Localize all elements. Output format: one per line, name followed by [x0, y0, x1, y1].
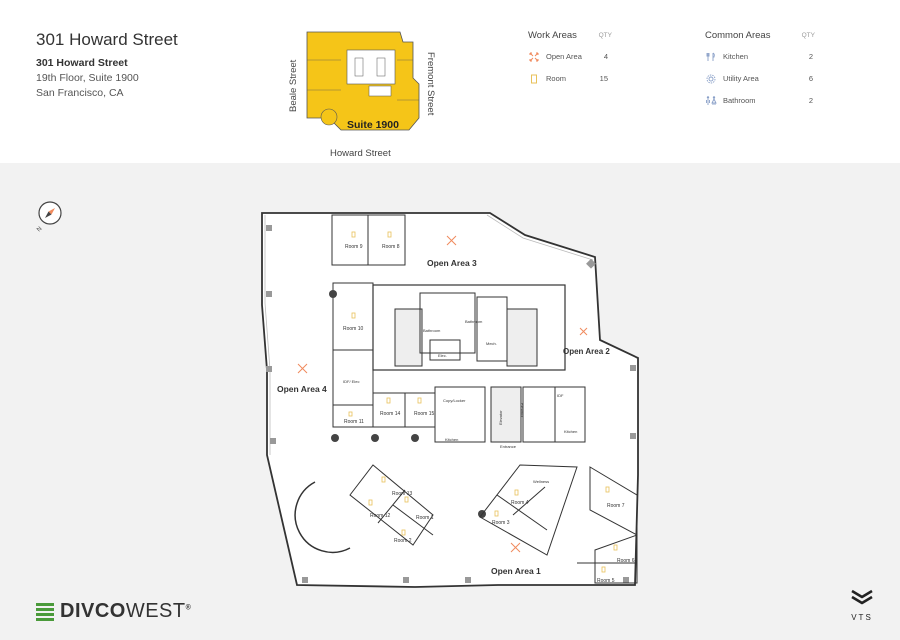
label-room-1: Room 1 [416, 515, 434, 521]
label-idf: IDF/ Elec [343, 379, 359, 384]
label-room-8: Room 8 [382, 244, 400, 250]
brand-name-bold: DIVCO [60, 600, 126, 622]
label-bathroom-b: Bathroom [465, 319, 483, 324]
legend-item-qty: 15 [599, 74, 608, 83]
legend-item-open-area[interactable]: Open Area 4 [528, 47, 688, 66]
open-area-icon [528, 51, 540, 63]
compass-north-label: N [36, 226, 43, 232]
label-idf-small: IDF [557, 393, 564, 398]
floor-plan-outline [261, 212, 639, 588]
legend-item-qty: 2 [808, 52, 813, 61]
legend-item-label: Utility Area [723, 74, 759, 83]
label-room-9: Room 9 [345, 244, 363, 250]
legend-item-label: Kitchen [723, 52, 749, 61]
street-label-east: Fremont Street [425, 52, 436, 116]
label-room-7: Room 7 [607, 503, 625, 509]
brand-name-light: WEST [125, 600, 186, 622]
label-open-area-3: Open Area 3 [427, 258, 477, 268]
label-mech: Mech. [486, 341, 497, 346]
legend-common-qty-label: QTY [801, 32, 815, 39]
bathroom-icon [705, 95, 717, 107]
room-markers [348, 231, 618, 573]
vts-logo-icon [851, 589, 873, 605]
legend-item-label: Open Area [546, 52, 582, 61]
kitchen-icon [705, 51, 717, 63]
legend-common-heading: Common Areas [705, 30, 771, 41]
legend-item-qty: 6 [808, 74, 813, 83]
label-room-3: Room 3 [492, 520, 510, 526]
divcowest-logo-icon [36, 602, 54, 621]
divcowest-logo: DIVCOWEST® [36, 600, 191, 623]
legend-common-areas: Common Areas QTY Kitchen 2 Utility Area … [705, 30, 815, 110]
street-label-west: Beale Street [288, 59, 299, 112]
compass-icon: N [36, 201, 62, 233]
header-panel: 301 Howard Street 301 Howard Street 19th… [0, 0, 900, 163]
label-room-6: Room 6 [617, 558, 635, 564]
label-bathroom-a: Bathroom [423, 328, 441, 333]
label-elevator-b: Elevator [520, 403, 525, 418]
legend-item-qty: 4 [603, 52, 608, 61]
open-area-markers [297, 235, 588, 553]
floor-plan: Open Area 3 Open Area 2 Open Area 4 Open… [261, 212, 639, 588]
label-kitchen-a: Kitchen [445, 437, 458, 442]
label-elevator-a: Elevator [498, 410, 503, 425]
label-room-13: Room 13 [392, 491, 413, 497]
street-label-south: Howard Street [330, 148, 391, 159]
floor-plan-columns [266, 225, 636, 583]
legend-item-kitchen[interactable]: Kitchen 2 [705, 47, 815, 66]
label-open-area-2: Open Area 2 [563, 347, 610, 356]
legend-item-utility-area[interactable]: Utility Area 6 [705, 69, 815, 88]
legend-common-header: Common Areas QTY [705, 30, 815, 44]
compass-button[interactable]: N [36, 200, 64, 233]
room-icon [528, 73, 540, 85]
label-room-5: Room 5 [597, 578, 615, 584]
address-line-2: 19th Floor, Suite 1900 [36, 72, 139, 84]
brand-registered: ® [185, 604, 192, 612]
legend-work-areas: Work Areas QTY Open Area 4 Room 15 [528, 30, 688, 88]
legend-item-room[interactable]: Room 15 [528, 69, 688, 88]
legend-item-label: Bathroom [723, 96, 756, 105]
label-room-15: Room 15 [414, 411, 435, 417]
label-open-area-1: Open Area 1 [491, 566, 541, 576]
legend-work-heading: Work Areas [528, 30, 577, 41]
legend-work-qty-label: QTY [598, 32, 612, 39]
label-kitchen-b: Kitchen [564, 429, 577, 434]
label-room-4: Room 4 [511, 500, 529, 506]
key-map: Suite 1900 [306, 31, 420, 131]
address-line-1: 301 Howard Street [36, 57, 128, 69]
label-entrance: Entrance [500, 444, 517, 449]
legend-item-label: Room [546, 74, 567, 83]
label-room-12: Room 12 [370, 513, 391, 519]
label-room-10: Room 10 [343, 326, 364, 332]
address-line-3: San Francisco, CA [36, 87, 124, 99]
utility-area-icon [705, 73, 717, 85]
label-room-2: Room 2 [394, 538, 412, 544]
label-copy: Copy/Locker [443, 398, 466, 403]
label-room-14: Room 14 [380, 411, 401, 417]
label-room-11: Room 11 [344, 419, 364, 425]
legend-item-bathroom[interactable]: Bathroom 2 [705, 91, 815, 110]
legend-work-header: Work Areas QTY [528, 30, 688, 44]
label-open-area-4: Open Area 4 [277, 384, 327, 394]
label-elec: Elec. [438, 353, 447, 358]
key-map-suite-label: Suite 1900 [347, 119, 399, 131]
legend-item-qty: 2 [808, 96, 813, 105]
vts-logo: VTS [844, 588, 880, 628]
vts-logo-text: VTS [851, 613, 873, 622]
label-wellness: Wellness [533, 479, 549, 484]
building-title: 301 Howard Street [36, 30, 178, 49]
rounded-bay [294, 481, 351, 554]
